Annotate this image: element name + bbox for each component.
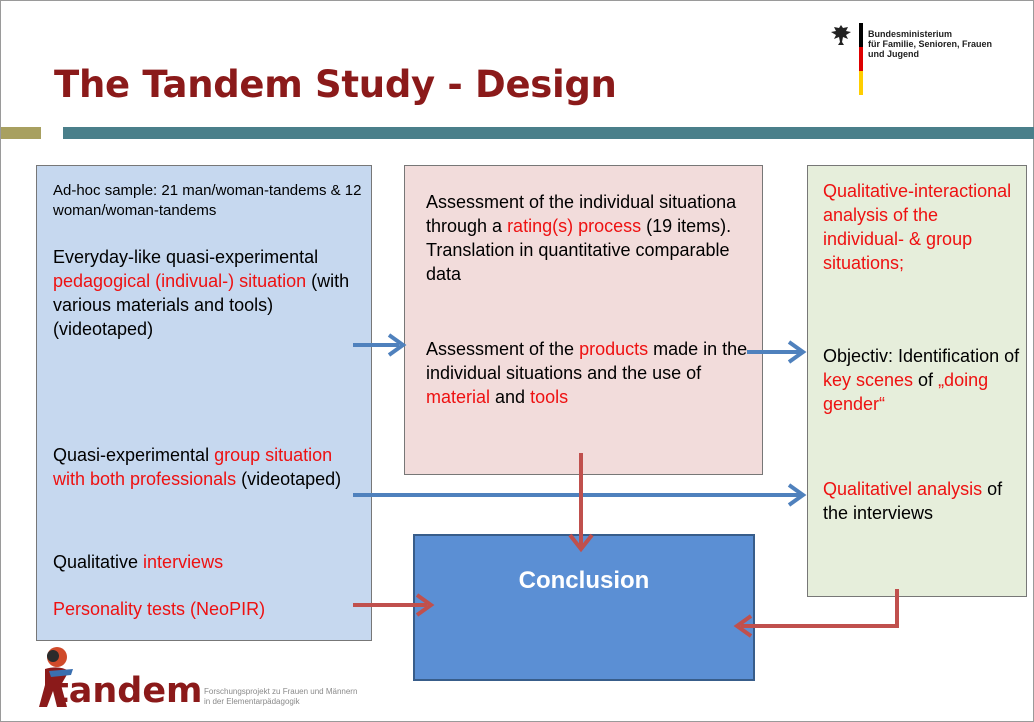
title-rule bbox=[63, 127, 1034, 139]
personality-tests-text: Personality tests (NeoPIR) bbox=[53, 599, 266, 619]
arrow-group-to-right bbox=[353, 483, 807, 507]
federal-eagle-icon bbox=[831, 25, 851, 45]
tandem-figure-icon bbox=[39, 647, 73, 707]
conclusion-label: Conclusion bbox=[518, 567, 650, 594]
conclusion-box bbox=[413, 534, 755, 681]
arrow-tests-to-conclusion bbox=[353, 593, 435, 617]
products-assessment-text: Assessment of the products made in the i… bbox=[426, 339, 748, 407]
interactional-analysis-text: Qualitative-interactional analysis of th… bbox=[823, 181, 1012, 273]
title-rule-accent bbox=[1, 127, 41, 139]
tandem-wordmark: tandem bbox=[52, 671, 203, 711]
arrow-middle-to-conclusion bbox=[568, 453, 594, 553]
individual-situation-text: Everyday-like quasi-experimental pedagog… bbox=[53, 247, 350, 339]
arrow-right-to-conclusion bbox=[733, 589, 899, 638]
qualitative-analysis-box bbox=[807, 165, 1027, 597]
ministry-logo: Bundesministerium für Familie, Senioren,… bbox=[829, 23, 1029, 103]
group-situation-text: Quasi-experimental group situation with … bbox=[53, 445, 342, 489]
interviews-text: Qualitative interviews bbox=[53, 552, 224, 572]
slide-title: The Tandem Study - Design bbox=[54, 63, 617, 106]
rating-assessment-text: Assessment of the individual situationa … bbox=[426, 192, 737, 284]
ministry-line-2: für Familie, Senioren, Frauen bbox=[868, 39, 993, 49]
arrow-left-to-middle bbox=[353, 333, 407, 357]
ministry-line-1: Bundesministerium bbox=[868, 29, 953, 39]
arrow-middle-to-right bbox=[747, 340, 807, 364]
objective-text: Objectiv: Identification of key scenes o… bbox=[823, 346, 1020, 414]
ministry-name: Bundesministerium für Familie, Senioren,… bbox=[868, 29, 992, 59]
assessment-box bbox=[404, 165, 763, 475]
ministry-line-3: und Jugend bbox=[868, 49, 919, 59]
data-collection-box bbox=[36, 165, 372, 641]
tandem-logo bbox=[37, 645, 457, 715]
sample-description: Ad-hoc sample: 21 man/woman-tandems & 12… bbox=[53, 182, 362, 219]
german-flag-bar bbox=[859, 23, 863, 95]
tandem-tagline: Forschungsprojekt zu Frauen und Männern … bbox=[204, 687, 358, 706]
interview-analysis-text: Qualitativel analysis of the interviews bbox=[823, 479, 1003, 523]
